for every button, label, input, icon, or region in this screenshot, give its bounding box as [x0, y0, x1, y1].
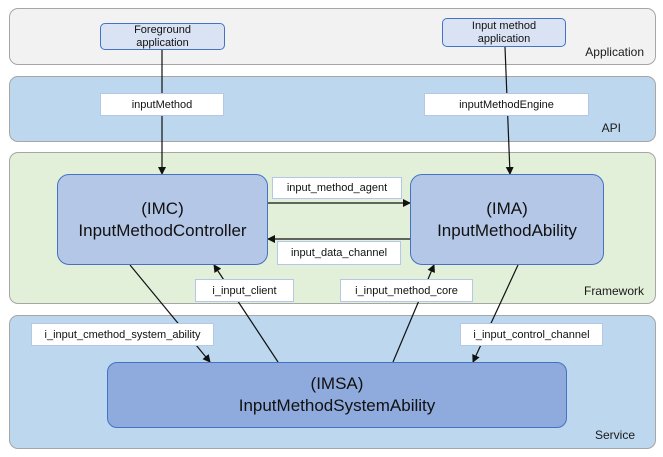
- ima-abbreviation: (IMA): [486, 198, 528, 218]
- imsa-name: InputMethodSystemAbility: [238, 396, 436, 415]
- channel-input-data-channel: input_data_channel: [277, 241, 401, 265]
- imsa-node: (IMSA) InputMethodSystemAbility: [107, 362, 567, 428]
- imc-name: InputMethodController: [78, 220, 247, 240]
- framework-layer-label: Framework: [583, 284, 644, 298]
- imsa-abbreviation: (IMSA): [310, 374, 364, 393]
- channel-i-input-control-channel: i_input_control_channel: [460, 323, 603, 346]
- ima-node: (IMA) InputMethodAbility: [410, 174, 604, 265]
- channel-i-input-client: i_input_client: [195, 279, 294, 302]
- imc-node: (IMC) InputMethodController: [57, 174, 268, 265]
- foreground-application-line2: application: [136, 36, 189, 49]
- input-method-application-line2: application: [477, 32, 531, 45]
- api-label-inputmethod: inputMethod: [100, 93, 224, 116]
- input-method-application-line1: Input method: [471, 19, 537, 32]
- imc-abbreviation: (IMC): [141, 198, 184, 218]
- service-layer-label: Service: [594, 428, 635, 442]
- channel-input-method-agent: input_method_agent: [272, 177, 402, 199]
- foreground-application-line1: Foreground: [134, 23, 191, 36]
- ima-name: InputMethodAbility: [437, 220, 577, 240]
- input-method-application-box: Input method application: [442, 18, 566, 47]
- application-layer-label: Application: [585, 45, 644, 59]
- channel-i-input-cmethod-system-ability: i_input_cmethod_system_ability: [31, 323, 214, 346]
- api-label-inputmethodengine: inputMethodEngine: [424, 93, 589, 116]
- foreground-application-box: Foreground application: [100, 23, 225, 50]
- api-layer-label: API: [601, 121, 621, 135]
- channel-i-input-method-core: i_input_method_core: [340, 279, 473, 302]
